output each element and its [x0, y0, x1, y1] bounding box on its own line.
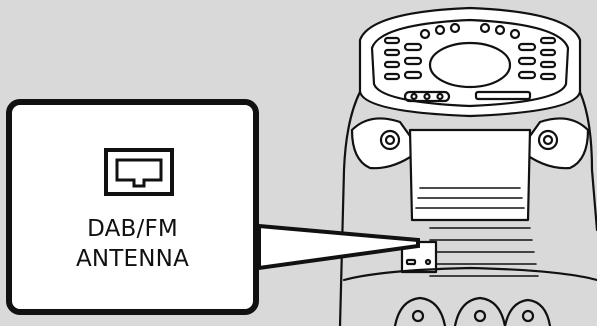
callout-box: DAB/FM ANTENNA — [6, 99, 259, 315]
speaker-body-right — [580, 92, 597, 230]
bottom-speaker-decoration — [395, 298, 550, 326]
front-recess — [410, 130, 530, 220]
center-display — [430, 43, 510, 87]
antenna-jack-icon — [104, 148, 174, 196]
antenna-label-line1: DAB/FM — [12, 215, 253, 243]
lower-body — [344, 268, 597, 280]
callout-leader — [259, 226, 418, 268]
antenna-label-line2: ANTENNA — [12, 245, 253, 273]
